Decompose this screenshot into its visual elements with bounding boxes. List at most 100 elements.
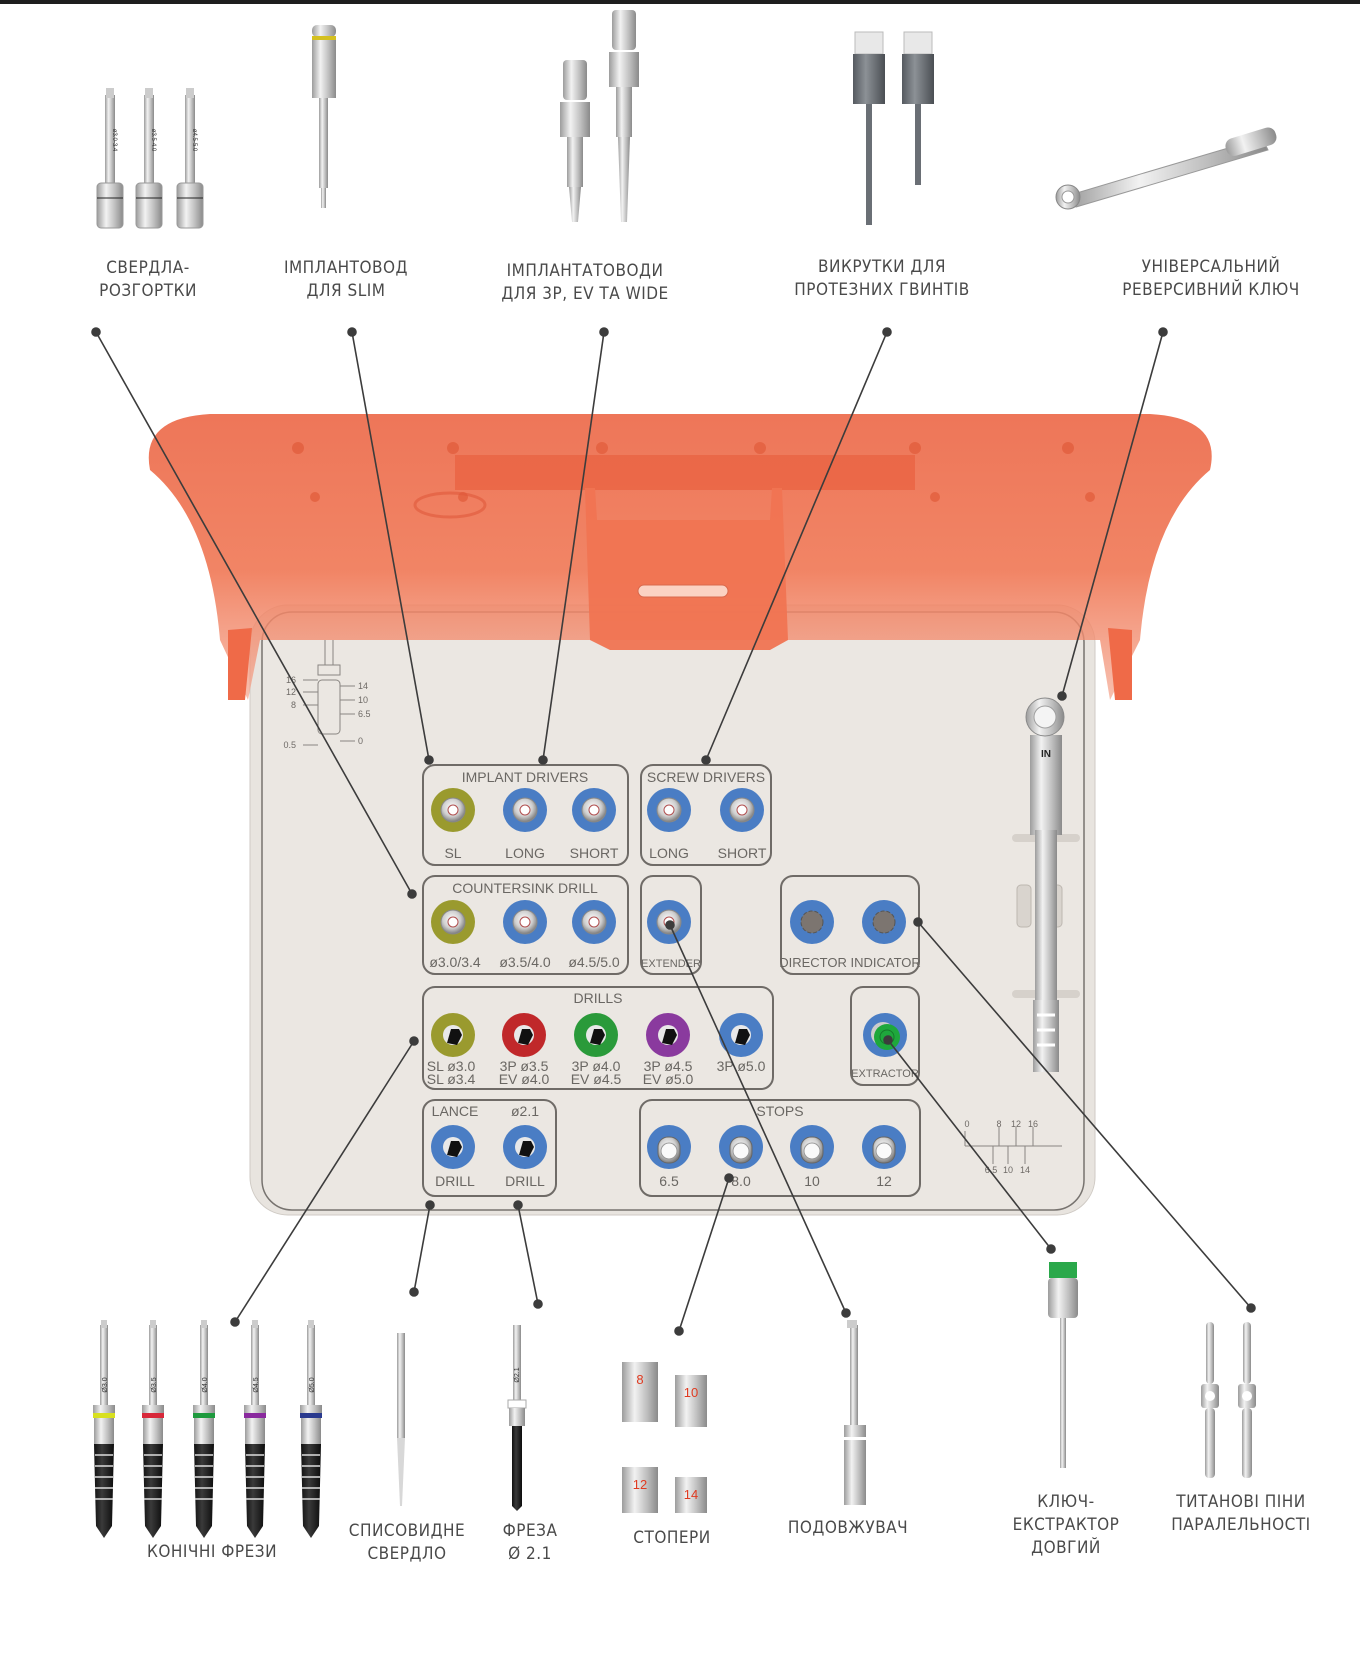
slot-label: EV ø5.0: [643, 1071, 694, 1087]
slot-drill-21: [503, 1125, 547, 1169]
depth-gauge-left: [303, 640, 355, 746]
label-stops: СТОПЕРИ: [633, 1528, 711, 1548]
slot-stop: [790, 1125, 834, 1169]
leader-line: [701, 327, 892, 765]
slot-label: LANCE: [432, 1103, 479, 1119]
panel-extractor: [850, 986, 920, 1086]
panel-extender: [640, 875, 702, 975]
svg-text:Ø3.0: Ø3.0: [102, 1377, 109, 1392]
panel-lance: [422, 1099, 557, 1197]
svg-text:10: 10: [684, 1385, 698, 1400]
depth-left-mark: 14: [358, 681, 368, 691]
leader-line: [91, 327, 417, 899]
slot-label: 3P ø4.0: [572, 1058, 621, 1074]
slot-label: 3P ø4.5: [644, 1058, 693, 1074]
slot-label: EV ø4.0: [499, 1071, 550, 1087]
depth-right-mark: 0: [964, 1119, 969, 1129]
slot-label: 12: [876, 1173, 892, 1189]
panel-implant-drivers: [422, 764, 629, 866]
lance-drill-icon: [397, 1333, 405, 1506]
panel-title: DRILLS: [573, 990, 622, 1006]
3p-drivers-icon: [560, 10, 639, 222]
panel-title: STOPS: [756, 1103, 803, 1119]
leader-line: [538, 327, 609, 765]
wrench-mark: IN: [1041, 749, 1051, 760]
depth-left-mark: 0: [358, 736, 363, 746]
wrench-in-tray: IN: [1012, 697, 1080, 1072]
svg-text:ø3.5-4.0: ø3.5-4.0: [150, 129, 156, 152]
panel-screw-drivers: [640, 764, 772, 866]
svg-text:14: 14: [684, 1487, 698, 1502]
slim-driver-icon: [312, 25, 336, 208]
slot-cs1: [431, 900, 475, 944]
slot-stop: [719, 1125, 763, 1169]
stop-icon: 12: [622, 1467, 658, 1513]
slot-cs2: [503, 900, 547, 944]
depth-right-mark: 8: [996, 1119, 1001, 1129]
slot-extractor: [863, 1013, 907, 1057]
slot-label: 3P ø3.5: [500, 1058, 549, 1074]
panel-drills: [422, 986, 774, 1090]
slot-label: EXTRACTOR: [851, 1068, 919, 1080]
slot-label: DRILL: [435, 1173, 475, 1189]
panel-title: SCREW DRIVERS: [647, 769, 765, 785]
label-extender: ПОДОВЖУВАЧ: [787, 1518, 909, 1538]
leader-line: [674, 1173, 734, 1336]
leader-line: [665, 920, 851, 1318]
slot-label: EXTENDER: [641, 958, 701, 970]
slot-drill: [502, 1013, 546, 1057]
svg-text:Ø3.5: Ø3.5: [151, 1377, 158, 1392]
stop-icon: 10: [675, 1375, 707, 1427]
panel-title: COUNTERSINK DRILL: [452, 880, 598, 896]
depth-right-mark: 16: [1028, 1119, 1038, 1129]
svg-text:Ø5.0: Ø5.0: [309, 1377, 316, 1392]
slot-director: [790, 900, 834, 944]
slot-stop: [647, 1125, 691, 1169]
leader-line: [883, 1035, 1056, 1254]
slot-lance: [431, 1125, 475, 1169]
extractor-icon: [1048, 1262, 1078, 1468]
slot-label: SL ø3.4: [427, 1071, 476, 1087]
slot-cs3: [572, 900, 616, 944]
label-conical-drills: КОНІЧНІ ФРЕЗИ: [146, 1542, 278, 1562]
drill-21-icon: Ø2.1: [507, 1325, 527, 1511]
slot-screw-long: [647, 788, 691, 832]
leader-line: [513, 1200, 543, 1309]
stop-icon: 8: [622, 1362, 658, 1422]
slot-drill: [431, 1013, 475, 1057]
leader-line: [409, 1200, 435, 1297]
slot-drill: [574, 1013, 618, 1057]
screwdrivers-icon: [853, 31, 934, 225]
slot-label: SHORT: [570, 845, 619, 861]
slot-label: 3P ø5.0: [717, 1058, 766, 1074]
orange-lid: [148, 414, 1212, 700]
svg-text:Ø4.0: Ø4.0: [202, 1377, 209, 1392]
depth-left-mark: 0.5: [283, 740, 296, 750]
depth-left-mark: 10: [358, 695, 368, 705]
slot-sl: [431, 788, 475, 832]
conical-drill-icon: Ø4.5: [244, 1320, 266, 1538]
panel-title: IMPLANT DRIVERS: [462, 769, 589, 785]
leader-line: [347, 327, 434, 765]
depth-right-mark: 6.5: [985, 1165, 998, 1175]
svg-text:ø3.0-3.4: ø3.0-3.4: [111, 129, 117, 152]
slot-label: ø4.5/5.0: [568, 954, 620, 970]
top-border: [0, 0, 1360, 4]
depth-left-mark: 12: [286, 687, 296, 697]
conical-drill-icon: Ø3.5: [142, 1320, 164, 1538]
slot-label: 6.5: [659, 1173, 679, 1189]
slot-label: SHORT: [718, 845, 767, 861]
slot-label: SL ø3.0: [427, 1058, 476, 1074]
conical-drill-icon: Ø3.0: [93, 1320, 115, 1538]
slot-stop: [862, 1125, 906, 1169]
stop-icon: 14: [675, 1477, 707, 1513]
svg-text:Ø2.1: Ø2.1: [514, 1367, 521, 1382]
slot-indicator: [862, 900, 906, 944]
slot-label: DIRECTOR INDICATOR: [779, 955, 921, 970]
slot-label: SL: [444, 845, 461, 861]
svg-text:8: 8: [636, 1372, 643, 1387]
